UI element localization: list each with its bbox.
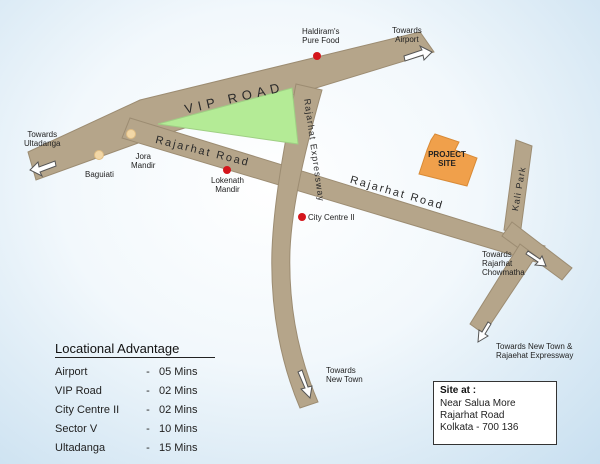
haldirams-marker-icon	[313, 52, 321, 60]
advantage-dash: -	[146, 365, 150, 378]
lokenath-mandir-marker-icon	[223, 166, 231, 174]
towards-new-town-expressway-label: Towards New Town & Rajaehat Expressway	[496, 342, 574, 360]
site-line-1: Near Salua More	[440, 398, 516, 409]
advantage-dash: -	[146, 441, 150, 454]
new-town-arrow-icon	[297, 369, 313, 400]
baguiati-marker-icon	[94, 150, 104, 160]
advantage-row: City Centre II - 02 Mins	[55, 400, 215, 419]
airport-arrow-icon	[403, 44, 433, 62]
advantage-row: Sector V - 10 Mins	[55, 419, 215, 438]
towards-new-town-label: Towards New Town	[326, 366, 363, 384]
locational-advantage-panel: Locational Advantage Airport - 05 Mins V…	[55, 341, 215, 457]
advantage-place: City Centre II	[55, 403, 120, 416]
rajarhat-expressway-road	[271, 83, 323, 409]
project-site-label: PROJECT SITE	[428, 150, 466, 168]
project-site-shape	[418, 133, 478, 187]
advantage-place: Sector V	[55, 422, 98, 435]
advantage-place: Ultadanga	[55, 441, 106, 454]
site-heading: Site at :	[440, 385, 477, 396]
advantage-dash: -	[146, 403, 150, 416]
project-site-marker: PROJECT SITE	[415, 132, 479, 188]
chowmatha-arrow-icon	[525, 250, 547, 267]
advantage-row: Airport - 05 Mins	[55, 362, 215, 381]
advantage-time: 02 Mins	[159, 384, 198, 397]
advantage-place: Airport	[55, 365, 88, 378]
jora-mandir-marker-icon	[126, 129, 136, 139]
advantage-row: VIP Road - 02 Mins	[55, 381, 215, 400]
rajarhat-road	[121, 117, 546, 263]
advantage-dash: -	[146, 422, 150, 435]
advantage-row: Ultadanga - 15 Mins	[55, 438, 215, 457]
new-town-expressway-arrow-icon	[477, 321, 492, 343]
advantage-dash: -	[146, 384, 150, 397]
site-line-3: Kolkata - 700 136	[440, 422, 519, 433]
towards-airport-label: Towards Airport	[392, 26, 422, 44]
towards-rajarhat-chowmatha-label: Towards Rajarhat Chowmatha	[482, 250, 525, 277]
advantage-time: 15 Mins	[159, 441, 198, 454]
locational-advantage-title: Locational Advantage	[55, 341, 215, 358]
advantage-place: VIP Road	[55, 384, 102, 397]
towards-ultadanga-label: Towards Ultadanga	[24, 130, 61, 148]
advantage-time: 05 Mins	[159, 365, 198, 378]
chowmatha-road	[501, 221, 573, 281]
city-centre-marker-icon	[298, 213, 306, 221]
advantage-time: 10 Mins	[159, 422, 198, 435]
baguiati-label: Baguiati	[85, 170, 114, 179]
site-line-2: Rajarhat Road	[440, 410, 505, 421]
city-centre-label: City Centre II	[308, 213, 355, 222]
site-address-box: Site at : Near Salua More Rajarhat Road …	[433, 381, 557, 445]
jora-mandir-label: Jora Mandir	[131, 152, 156, 170]
advantage-time: 02 Mins	[159, 403, 198, 416]
green-park	[157, 87, 299, 145]
ultadanga-arrow-icon	[29, 160, 57, 178]
haldirams-label: Haldiram's Pure Food	[302, 27, 340, 45]
lokenath-mandir-label: Lokenath Mandir	[211, 176, 244, 194]
